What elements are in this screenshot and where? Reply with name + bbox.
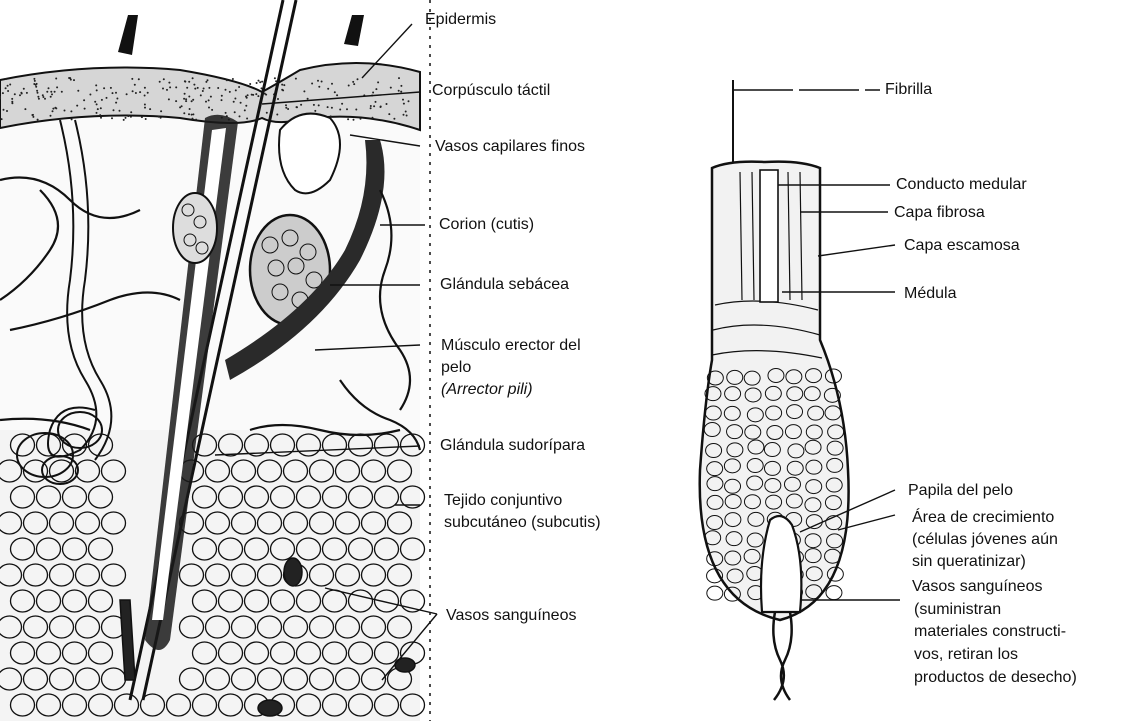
- label-vasos-capilares: Vasos capilares finos: [435, 137, 585, 157]
- label-corion: Corion (cutis): [439, 215, 534, 235]
- label-tejido-conjuntivo-1: Tejido conjuntivo: [444, 491, 562, 511]
- label-vasos-sanguineos-left: Vasos sanguíneos: [446, 606, 576, 626]
- subcutaneous-fat-cells: [0, 430, 425, 721]
- label-capa-escamosa: Capa escamosa: [904, 236, 1020, 256]
- label-area-crecimiento-1: Área de crecimiento: [912, 508, 1054, 528]
- hair-shaft-left: [118, 15, 138, 55]
- label-conducto-medular: Conducto medular: [896, 175, 1027, 195]
- label-vasos-sanguineos-right-5: productos de desecho): [914, 668, 1077, 688]
- label-area-crecimiento-3: sin queratinizar): [912, 552, 1026, 572]
- label-corpusculo-tactil: Corpúsculo táctil: [432, 81, 550, 101]
- label-vasos-sanguineos-right-3: materiales constructi-: [914, 622, 1066, 642]
- label-tejido-conjuntivo-2: subcutáneo (subcutis): [444, 513, 601, 533]
- label-fibrilla: Fibrilla: [885, 80, 932, 100]
- label-medula: Médula: [904, 284, 956, 304]
- label-musculo-erector-2: pelo: [441, 358, 471, 378]
- label-area-crecimiento-2: (células jóvenes aún: [912, 530, 1058, 550]
- label-musculo-erector-1: Músculo erector del: [441, 336, 581, 356]
- root-blood-vessels: [773, 612, 791, 700]
- label-glandula-sudoripara: Glándula sudorípara: [440, 436, 585, 456]
- medullary-canal: [760, 170, 778, 302]
- hair-root-diagram: [700, 80, 900, 700]
- label-papila-del-pelo: Papila del pelo: [908, 481, 1013, 501]
- label-arrector-pili: (Arrector pili): [441, 380, 533, 400]
- label-vasos-sanguineos-right-1: Vasos sanguíneos: [912, 577, 1042, 597]
- hair-shaft-right: [344, 15, 364, 46]
- label-vasos-sanguineos-right-2: (suministran: [914, 600, 1001, 620]
- label-glandula-sebacea: Glándula sebácea: [440, 275, 569, 295]
- label-capa-fibrosa: Capa fibrosa: [894, 203, 985, 223]
- label-epidermis: Epidermis: [425, 10, 496, 30]
- sebaceous-gland-left: [173, 193, 217, 263]
- label-vasos-sanguineos-right-4: vos, retiran los: [914, 645, 1018, 665]
